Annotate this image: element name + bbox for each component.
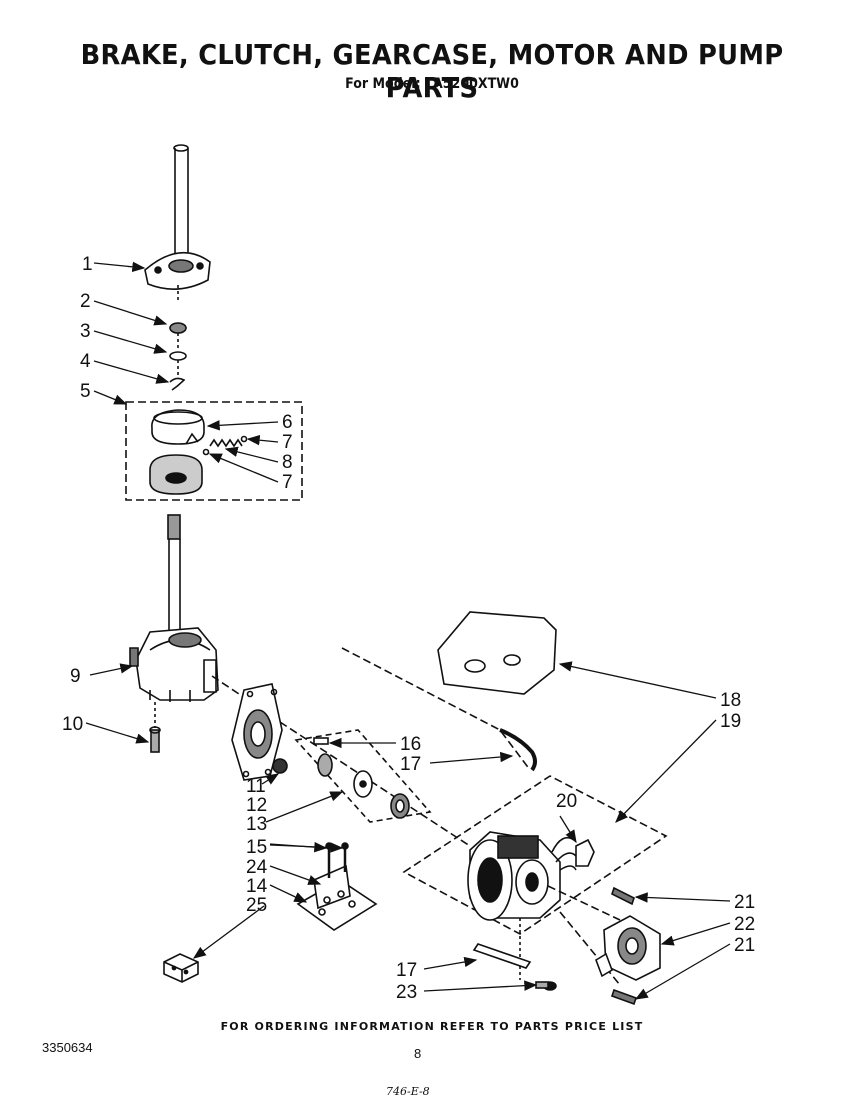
coupling-box — [294, 729, 432, 823]
callout-3: 3 — [80, 321, 91, 342]
ordering-note: FOR ORDERING INFORMATION REFER TO PARTS … — [220, 1020, 644, 1033]
callout-19: 19 — [720, 711, 741, 732]
motor-switch — [551, 836, 595, 871]
splash-shield — [437, 611, 557, 695]
callout-23: 23 — [396, 982, 417, 1003]
coupling-plate — [231, 683, 283, 781]
ring — [169, 351, 187, 361]
callout-15: 15 — [246, 837, 267, 858]
screw — [535, 981, 557, 991]
handwritten-note: 746-E-8 — [386, 1085, 430, 1098]
callout-16: 16 — [400, 734, 421, 755]
callout-labels: 1 2 3 4 5 6 7 8 7 9 10 11 12 13 15 24 14… — [62, 254, 755, 1003]
screw — [149, 726, 161, 753]
callout-24: 24 — [246, 857, 268, 878]
callout-11: 11 — [246, 776, 266, 797]
clip-bracket — [610, 988, 638, 1006]
callout-1: 1 — [82, 254, 93, 275]
callout-22: 22 — [734, 914, 755, 935]
page-title: BRAKE, CLUTCH, GEARCASE, MOTOR AND PUMP … — [80, 38, 784, 104]
callout-9: 9 — [70, 666, 81, 687]
callout-21b: 21 — [734, 935, 755, 956]
callout-6: 6 — [282, 412, 293, 433]
model-subtitle: For Model: LA5200XTW0 — [345, 76, 519, 92]
callout-14: 14 — [246, 876, 268, 897]
part-drawings — [125, 144, 668, 1006]
callout-17: 17 — [400, 754, 421, 775]
callout-2: 2 — [80, 291, 91, 312]
brake-cam-shaft — [144, 144, 211, 300]
callout-20: 20 — [556, 791, 577, 812]
brake-assembly-box — [125, 401, 303, 501]
callout-4: 4 — [80, 351, 91, 372]
drive-shaft — [167, 514, 181, 630]
callout-21: 21 — [734, 892, 755, 913]
callout-13: 13 — [246, 814, 267, 835]
washer — [169, 322, 187, 334]
spring — [209, 438, 243, 448]
document-number: 3350634 — [42, 1040, 93, 1055]
damper-block — [163, 953, 199, 983]
leader-lines — [85, 261, 731, 1000]
motor-box — [402, 775, 668, 935]
callout-7b: 7 — [282, 472, 293, 493]
callout-25: 25 — [246, 895, 267, 916]
nut — [272, 758, 288, 774]
lower-strap — [472, 943, 532, 969]
callout-7: 7 — [282, 432, 293, 453]
page-number: 8 — [414, 1046, 422, 1061]
wire-strap — [341, 647, 531, 771]
gearcase — [129, 627, 219, 728]
clip-bracket — [611, 886, 635, 906]
callout-17b: 17 — [396, 960, 417, 981]
callout-8: 8 — [282, 452, 293, 473]
callout-12: 12 — [246, 795, 267, 816]
clip — [169, 377, 186, 391]
motor — [467, 831, 621, 986]
callout-18: 18 — [720, 690, 741, 711]
motor-base-plate — [296, 842, 378, 931]
pump — [595, 915, 661, 981]
callout-10: 10 — [62, 714, 83, 735]
callout-5: 5 — [80, 381, 91, 402]
